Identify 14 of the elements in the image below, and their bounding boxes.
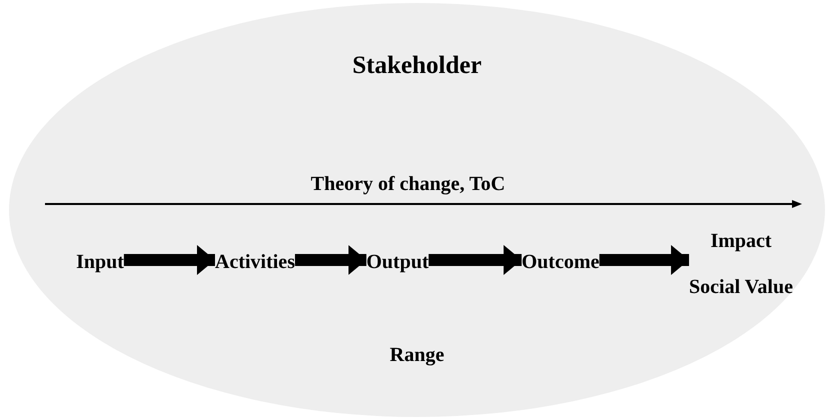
block-arrow bbox=[294, 245, 366, 275]
heading: Stakeholder bbox=[351, 51, 483, 81]
block-arrow bbox=[428, 245, 522, 275]
stage-label: Outcome bbox=[522, 250, 600, 274]
stage-label: Output bbox=[366, 250, 429, 274]
stage-label: Social Value bbox=[689, 275, 793, 300]
stage-label: Impact bbox=[709, 229, 773, 254]
note-text: Range bbox=[388, 343, 446, 368]
stage-label: Activities bbox=[215, 250, 295, 274]
axis-label: Theory of change, ToC bbox=[310, 172, 506, 197]
block-arrow bbox=[124, 245, 215, 275]
stakeholder-ellipse bbox=[8, 2, 826, 418]
stage-label: Input bbox=[76, 250, 124, 274]
block-arrow bbox=[599, 245, 690, 275]
